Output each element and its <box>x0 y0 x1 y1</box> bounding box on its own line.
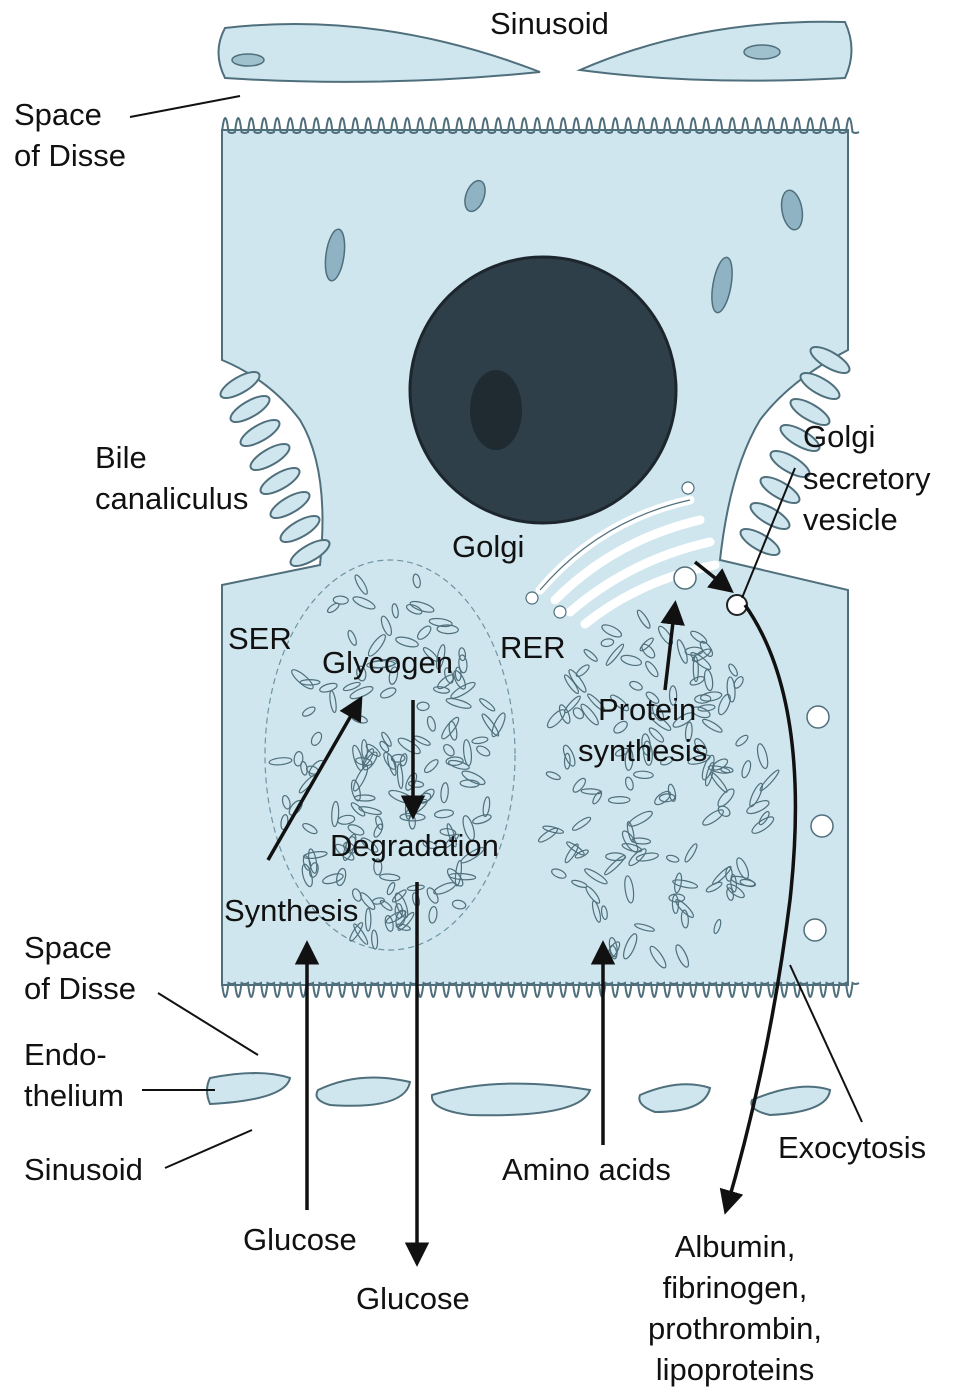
nucleolus <box>470 370 522 450</box>
label-sinusoid-top: Sinusoid <box>490 7 609 41</box>
secretory-vesicle <box>804 919 826 941</box>
label-rer: RER <box>500 631 565 665</box>
leader-space-of-disse-bottom <box>158 993 258 1055</box>
endothelial-nucleus <box>232 54 264 66</box>
label-space-of-disse-bottom-1: Space <box>24 931 112 965</box>
leader-sinusoid-bottom <box>165 1130 252 1168</box>
label-space-of-disse-top-1: Space <box>14 98 102 132</box>
label-products-3: prothrombin, <box>648 1312 822 1346</box>
label-products-2: fibrinogen, <box>663 1271 808 1305</box>
leader-space-of-disse-top <box>130 96 240 117</box>
label-protein-2: synthesis <box>578 734 707 768</box>
endothelial-cell <box>639 1084 710 1112</box>
endothelial-cell <box>580 22 852 81</box>
label-golgi-vesicle-2: secretory <box>803 462 930 496</box>
label-bile-2: canaliculus <box>95 482 248 516</box>
label-golgi-vesicle-1: Golgi <box>803 420 875 454</box>
label-glucose-out: Glucose <box>356 1282 470 1316</box>
label-space-of-disse-top-2: of Disse <box>14 139 126 173</box>
endothelial-cell <box>751 1087 830 1115</box>
label-exocytosis: Exocytosis <box>778 1131 926 1165</box>
secretory-vesicle <box>811 815 833 837</box>
label-endothelium-2: thelium <box>24 1079 124 1113</box>
endothelial-nucleus <box>744 45 780 59</box>
label-glucose-in: Glucose <box>243 1223 357 1257</box>
nucleus <box>410 257 676 523</box>
label-protein-1: Protein <box>598 693 696 727</box>
label-products-1: Albumin, <box>675 1230 796 1264</box>
label-golgi-vesicle-3: vesicle <box>803 503 898 537</box>
endothelial-cell <box>317 1078 411 1106</box>
label-glycogen: Glycogen <box>322 646 453 680</box>
label-synthesis: Synthesis <box>224 894 358 928</box>
nucleus-envelope <box>410 257 676 523</box>
label-space-of-disse-bottom-2: of Disse <box>24 972 136 1006</box>
secretory-vesicle <box>727 595 747 615</box>
bottom-endothelium <box>207 1073 830 1115</box>
secretory-vesicle <box>807 706 829 728</box>
label-amino-acids: Amino acids <box>502 1153 671 1187</box>
label-sinusoid-bottom: Sinusoid <box>24 1153 143 1187</box>
canaliculus-fold <box>797 368 843 404</box>
endothelial-cell <box>207 1073 290 1104</box>
label-products-4: lipoproteins <box>656 1353 815 1387</box>
label-degradation: Degradation <box>330 829 499 863</box>
endothelial-cell <box>432 1084 590 1116</box>
label-bile-1: Bile <box>95 441 147 475</box>
label-endothelium-1: Endo- <box>24 1038 107 1072</box>
label-ser: SER <box>228 622 292 656</box>
label-golgi: Golgi <box>452 530 524 564</box>
